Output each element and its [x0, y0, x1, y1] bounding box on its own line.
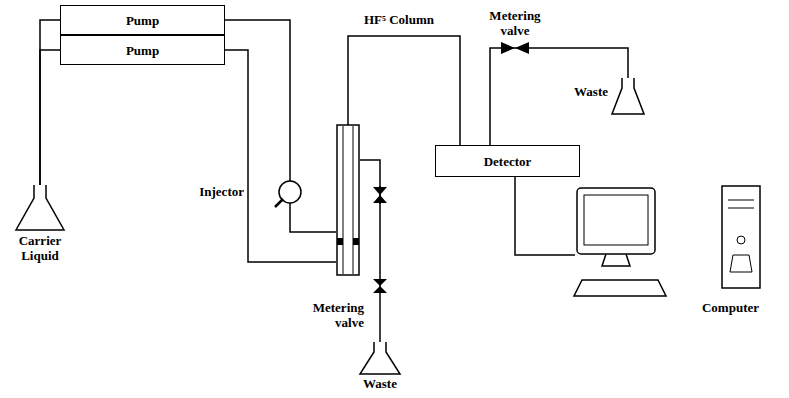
column-seal	[353, 238, 359, 245]
node-label: Metering valve	[484, 8, 546, 38]
tubing-line	[515, 177, 575, 255]
valve-symbol	[373, 279, 387, 286]
tubing-line	[490, 48, 500, 145]
flask-outline	[360, 342, 400, 374]
computer: Computer	[575, 185, 765, 315]
node-label: Pump	[126, 43, 159, 58]
waste-flask: Waste	[356, 342, 404, 391]
metering-valve: Metering valve	[372, 278, 388, 294]
monitor	[577, 188, 655, 254]
monitor-stand	[602, 254, 630, 266]
node-label: Pump	[126, 13, 159, 28]
tubing-line	[225, 50, 336, 262]
detector-box: Detector	[435, 145, 580, 177]
flask-outline	[612, 78, 644, 114]
metering-valve: Metering valve	[500, 41, 530, 55]
column-seal	[337, 238, 343, 245]
injector-valve: Injector	[266, 176, 302, 208]
drive-slot	[728, 200, 754, 201]
pump-box: Pump	[60, 5, 225, 35]
node-label: HF⁵ Column	[364, 12, 434, 27]
drive-slot	[728, 208, 754, 209]
fiber-wall	[353, 126, 354, 274]
node-label: Metering valve	[302, 300, 364, 330]
node-label: Waste	[356, 376, 404, 391]
node-label: Computer	[702, 300, 759, 315]
power-button	[737, 236, 745, 244]
keyboard	[574, 280, 666, 296]
tubing-line	[40, 20, 60, 185]
node-label: Waste	[574, 84, 608, 99]
tower-panel	[730, 255, 752, 272]
pump-box: Pump	[60, 35, 225, 65]
tower-case	[722, 186, 760, 288]
tubing-line	[348, 36, 460, 145]
injector-handle	[275, 199, 283, 207]
tubing-line	[40, 50, 60, 185]
valve-symbol	[515, 42, 529, 54]
flask-outline	[16, 185, 64, 230]
hf5-column: HF⁵ Column	[336, 125, 360, 275]
waste-flask: Waste	[612, 78, 644, 115]
valve-symbol	[373, 286, 387, 293]
tubing-line	[360, 160, 380, 278]
fiber-wall	[343, 126, 344, 274]
column-tube	[337, 125, 359, 275]
tubing-line	[290, 208, 336, 232]
node-label: Carrier Liquid	[12, 233, 68, 263]
liquid-flask: Carrier Liquid	[12, 185, 68, 263]
node-label: Detector	[484, 154, 532, 169]
tubing-line	[225, 20, 290, 176]
tubing-line	[379, 294, 381, 342]
tubing-line	[530, 48, 628, 78]
valve-symbol	[501, 42, 515, 54]
injector-port	[289, 176, 291, 181]
monitor-screen	[584, 195, 648, 245]
injector-port	[289, 203, 291, 208]
node-label: Injector	[199, 184, 244, 199]
